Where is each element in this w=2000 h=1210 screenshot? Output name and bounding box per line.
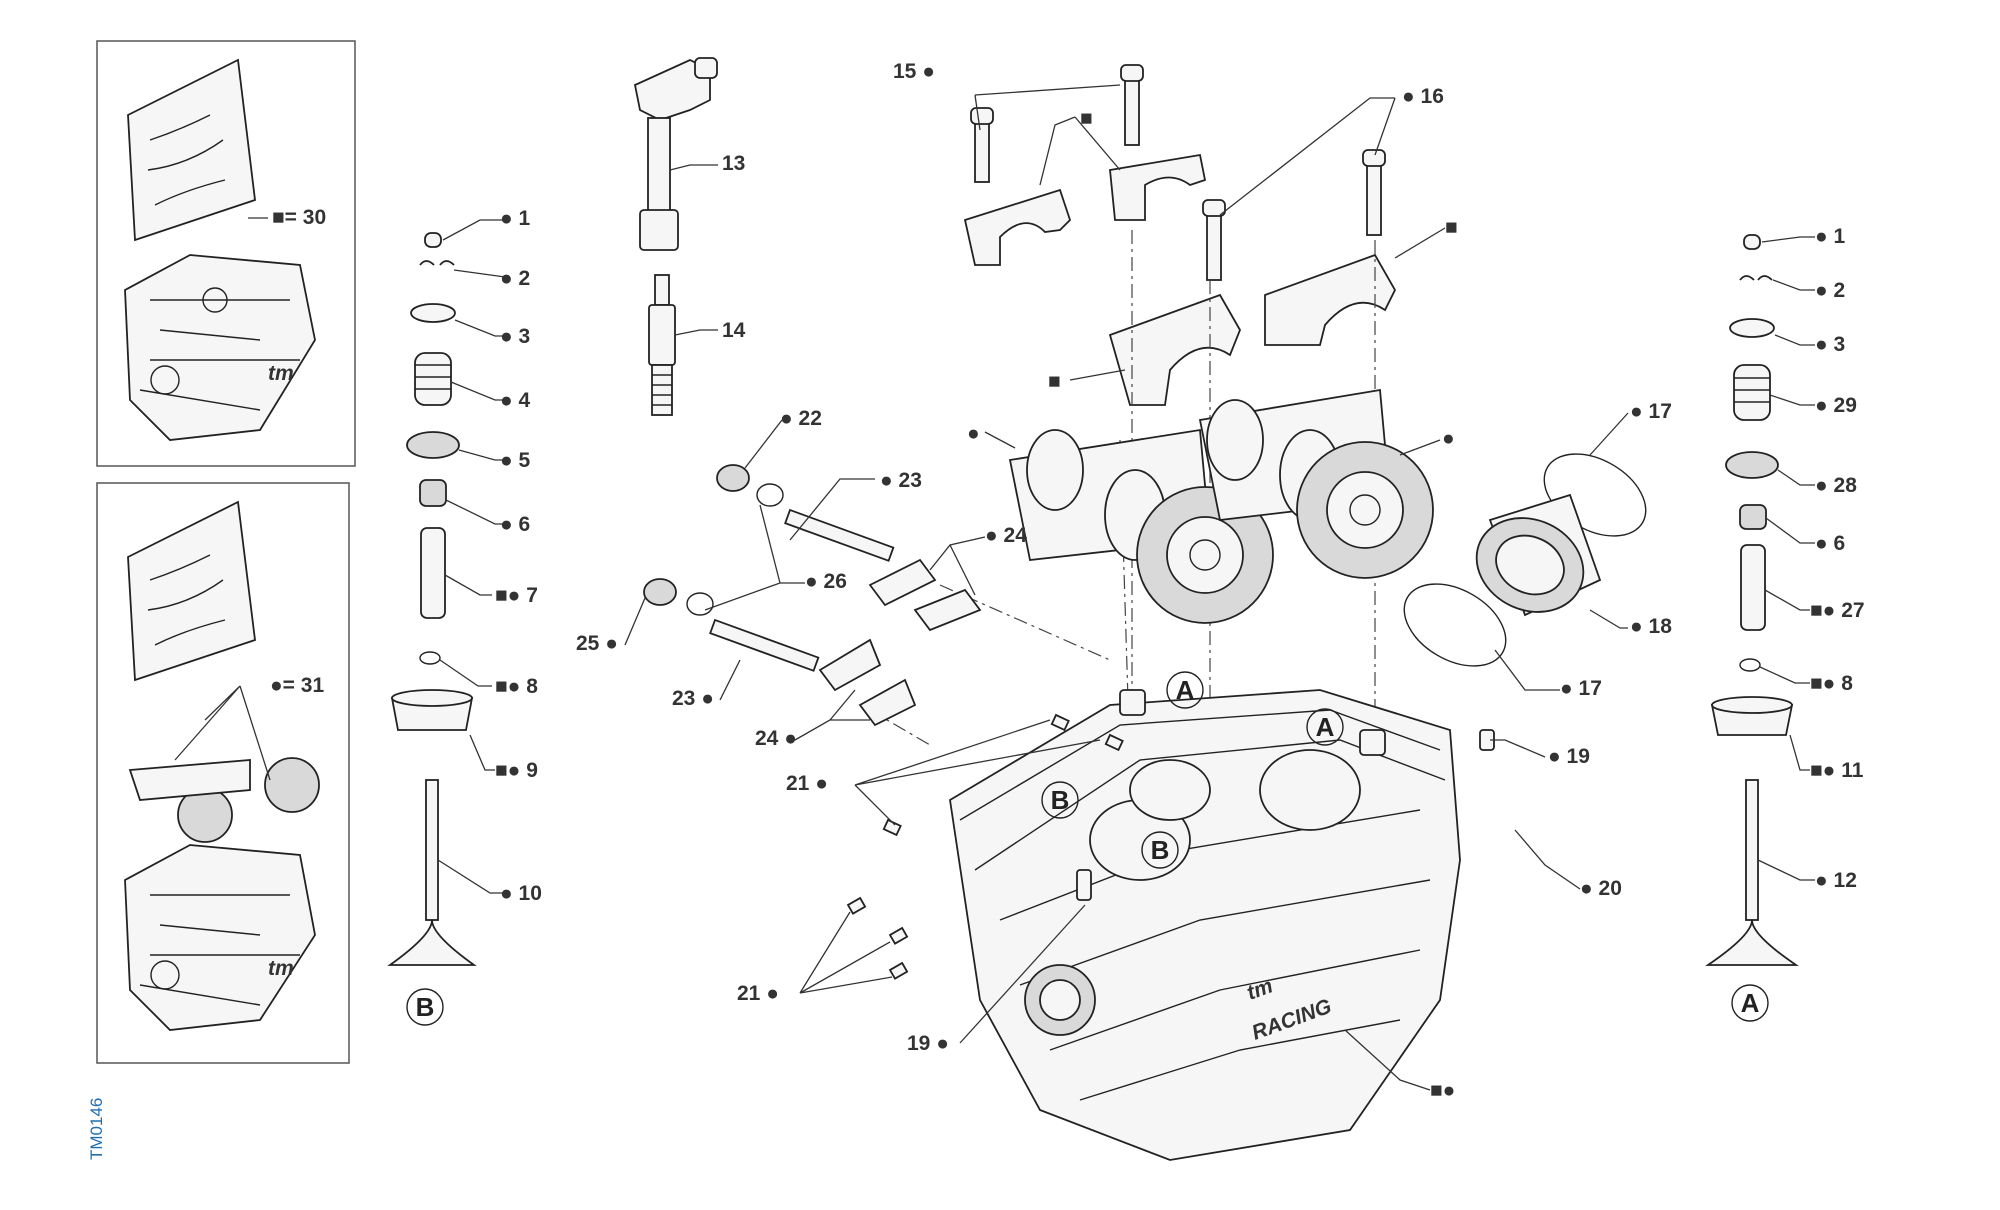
callout-camshaft-right: ● <box>1442 427 1455 450</box>
callout-8: ■● 8 <box>495 675 538 698</box>
callout-r12: ● 12 <box>1815 869 1857 892</box>
drawing-code: TM0146 <box>87 1098 106 1160</box>
callout-21-top: 21 ● <box>786 772 828 795</box>
valve-b-marker: B <box>416 992 435 1022</box>
callout-24-bottom: 24 ● <box>755 727 797 750</box>
callout-r2: ● 2 <box>1815 279 1845 302</box>
callout-head: ■● <box>1430 1079 1455 1102</box>
callout-7: ■● 7 <box>495 584 538 607</box>
head-marker-b1: B <box>1051 785 1070 815</box>
camshafts: ● ● <box>967 388 1455 624</box>
callout-23-top: ● 23 <box>880 469 922 492</box>
callout-r29: ● 29 <box>1815 394 1857 417</box>
callout-r28: ● 28 <box>1815 474 1857 497</box>
callout-19-bottom: 19 ● <box>907 1032 949 1055</box>
callout-camshaft-left: ● <box>967 422 980 445</box>
callout-15: 15 ● <box>893 60 935 83</box>
head-marker-b2: B <box>1151 835 1170 865</box>
callout-17-top: ● 17 <box>1630 400 1672 423</box>
callout-16-square: ■ <box>1445 216 1458 239</box>
right-stack-callouts: ● 1 ● 2 ● 3 ● 29 ● 28 ● 6 ■● 27 ■● 8 ■● … <box>1757 225 1865 892</box>
callout-22: ● 22 <box>780 407 822 430</box>
gasket-kit-panel: tm ■= 30 <box>96 40 356 467</box>
cam-caps: 15 ● ■ ● 16 ■ ■ <box>893 60 1458 406</box>
camshaft-kit-panel: tm ●= 31 <box>96 482 350 1064</box>
head-marker-a1: A <box>1176 675 1195 705</box>
callout-r3: ● 3 <box>1815 333 1845 356</box>
intake-manifold: ● 17 ● 18 ● 17 <box>1403 400 1672 700</box>
callout-23-bottom: 23 ● <box>672 687 714 710</box>
left-stack-callouts: ● 1 ● 2 ● 3 ● 4 ● 5 ● 6 ■● 7 ■● 8 ■● 9 ●… <box>437 207 542 905</box>
callout-24-top: ● 24 <box>985 524 1027 547</box>
callout-r8: ■● 8 <box>1810 672 1853 695</box>
callout-26: ● 26 <box>805 570 847 593</box>
callout-10: ● 10 <box>500 882 542 905</box>
callout-20: ● 20 <box>1580 877 1622 900</box>
callout-21-bottom: 21 ● <box>737 982 779 1005</box>
callout-18: ● 18 <box>1630 615 1672 638</box>
callout-r6: ● 6 <box>1815 532 1845 555</box>
callout-1: ● 1 <box>500 207 531 230</box>
valve-a-marker: A <box>1741 988 1760 1018</box>
callout-r11: ■● 11 <box>1810 759 1864 782</box>
callout-13: 13 <box>722 152 745 175</box>
callout-9: ■● 9 <box>495 759 538 782</box>
callout-16: ● 16 <box>1402 85 1444 108</box>
callout-25: 25 ● <box>576 632 618 655</box>
callout-19-right: ● 19 <box>1548 745 1590 768</box>
callout-6: ● 6 <box>500 513 530 536</box>
callout-15-square: ■ <box>1080 107 1093 130</box>
callout-2: ● 2 <box>500 267 530 290</box>
callout-14: 14 <box>722 319 746 342</box>
kit-31-label: ●= 31 <box>270 674 324 697</box>
cylinder-head: tm RACING A A B B ● 19 ● 20 21 ● 21 ● 19… <box>737 671 1622 1161</box>
rocker-assembly: ● 22 ● 23 ● 24 ● 26 25 ● 23 ● 24 ● <box>576 407 1027 750</box>
callout-r1: ● 1 <box>1815 225 1846 248</box>
intake-valve-stack: A <box>1705 234 1799 1022</box>
kit-30-label: ■= 30 <box>272 206 326 229</box>
svg-text:tm: tm <box>268 957 294 980</box>
callout-r27: ■● 27 <box>1810 599 1865 622</box>
svg-text:tm: tm <box>268 362 294 385</box>
callout-5: ● 5 <box>500 449 531 472</box>
exhaust-valve-stack: B <box>387 232 477 1026</box>
head-marker-a2: A <box>1316 712 1335 742</box>
callout-4: ● 4 <box>500 389 531 412</box>
callout-cap-square: ■ <box>1048 370 1061 393</box>
spark-plug: 14 <box>648 274 746 416</box>
spark-plug-cap: 13 <box>633 57 745 251</box>
callout-17-bottom: ● 17 <box>1560 677 1602 700</box>
callout-3: ● 3 <box>500 325 530 348</box>
